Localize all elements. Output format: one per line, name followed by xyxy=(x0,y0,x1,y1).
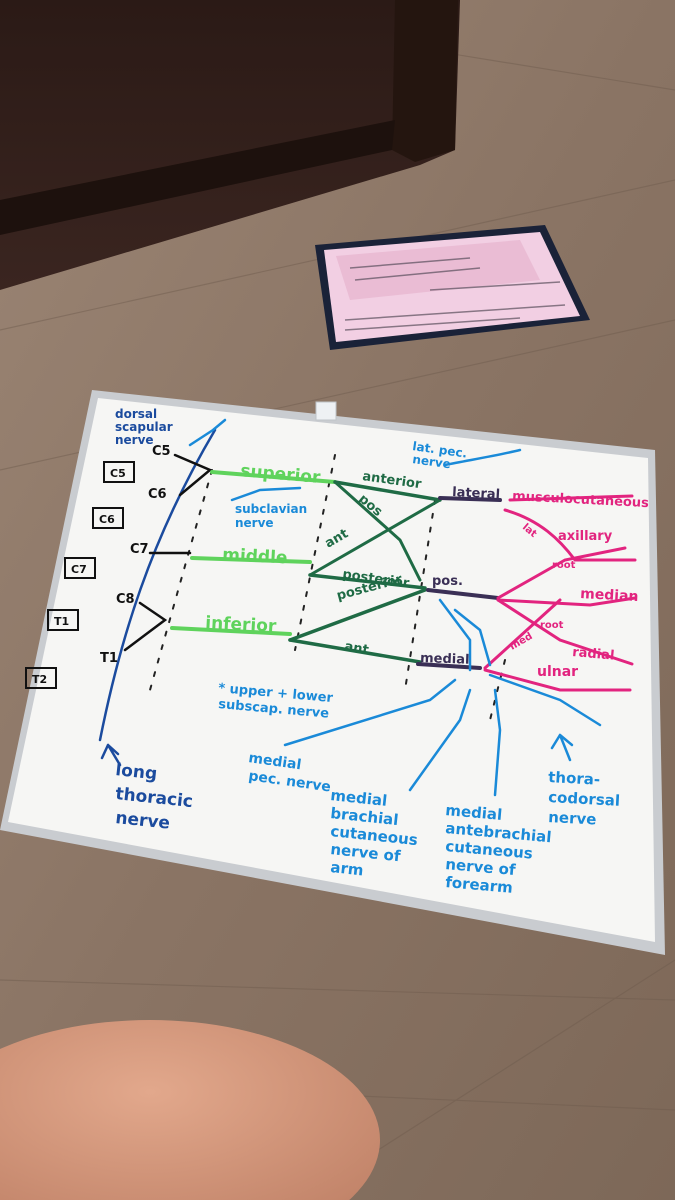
subscap-lines xyxy=(438,598,472,672)
root-label-3: C8 xyxy=(116,592,135,607)
dorsal-scapular-line-1: scapular xyxy=(115,420,173,434)
knee xyxy=(0,1020,380,1200)
div-mid-anterior xyxy=(308,498,442,577)
thoracodorsal-line-0: thora- xyxy=(548,768,601,789)
medial-antebrachial-line-4: forearm xyxy=(445,873,514,897)
medial-pec-line-0: medial xyxy=(247,750,302,773)
thoracodorsal-arrow xyxy=(550,733,574,762)
whiteboard xyxy=(0,390,665,955)
lat-pec-pointer xyxy=(443,448,522,467)
terminal-axillary: axillary xyxy=(558,529,613,544)
subclavian-line-1: nerve xyxy=(235,516,274,530)
cord-label-1: pos. xyxy=(432,574,463,589)
branch-medial-root xyxy=(483,598,562,670)
div-sup-posterior xyxy=(333,480,422,582)
trunk-inferior-line xyxy=(170,626,292,636)
root-box-t2 xyxy=(25,667,57,689)
thoracodorsal-upper xyxy=(453,608,492,667)
branch-label-1: root xyxy=(552,560,576,571)
branch-ulnar xyxy=(483,668,632,692)
trunk-label-middle: middle xyxy=(222,545,288,568)
long-thoracic-line-0: long xyxy=(114,760,158,784)
root-c8-t1-join xyxy=(123,601,168,652)
dorsal-scapular-line-2: nerve xyxy=(115,433,154,447)
trunk-middle-line xyxy=(190,556,312,564)
cord-posterior-line xyxy=(426,588,500,600)
terminal-median: median xyxy=(580,586,639,605)
div-inf-posterior xyxy=(288,588,427,642)
cord-label-0: lateral xyxy=(452,485,501,502)
div-mid-posterior xyxy=(308,573,427,590)
plexus-strokes xyxy=(25,418,637,797)
thoracodorsal-lower xyxy=(488,673,602,727)
separator-sep-4 xyxy=(489,659,506,721)
separator-sep-1 xyxy=(149,469,213,691)
branch-label-2: root xyxy=(540,620,564,631)
cord-label-2: medial xyxy=(420,651,470,668)
branch-musculocutaneous xyxy=(508,494,634,502)
thoracodorsal-line-2: nerve xyxy=(548,808,597,828)
root-box-label-c7: C7 xyxy=(71,563,87,576)
trunk-superior-line xyxy=(210,470,337,484)
root-box-c5 xyxy=(103,461,135,483)
subclavian-pointer xyxy=(230,486,302,502)
medial-brachial-line-4: arm xyxy=(330,858,365,879)
root-box-c6 xyxy=(92,507,124,529)
root-label-2: C7 xyxy=(130,542,149,557)
root-box-t1 xyxy=(47,609,79,631)
terminal-radial: radial xyxy=(572,645,615,664)
medial-brachial-line-0: medial xyxy=(330,786,389,810)
branch-median xyxy=(496,596,637,607)
medial-pec-pointer xyxy=(283,678,457,747)
div-inf-anterior xyxy=(288,638,422,664)
separator-sep-2 xyxy=(294,454,336,651)
branch-radial xyxy=(496,598,634,666)
terminal-musculocutaneous: musculocutaneous xyxy=(512,489,650,511)
medial-antebrachial-pointer xyxy=(493,688,502,797)
terminal-ulnar: ulnar xyxy=(537,664,578,680)
separator-sep-3 xyxy=(404,499,436,691)
thoracodorsal-line-1: codorsal xyxy=(548,788,621,810)
medial-antebrachial-line-0: medial xyxy=(445,801,503,824)
dorsal-scapular-line-0: dorsal xyxy=(115,407,157,421)
div-sup-anterior xyxy=(333,480,442,502)
root-c5-c6-join xyxy=(173,453,213,497)
root-box-label-t2: T2 xyxy=(32,673,47,686)
long-thoracic-arrow xyxy=(100,743,122,767)
root-box-c7 xyxy=(64,557,96,579)
subclavian-line-0: subclavian xyxy=(235,502,307,516)
trunk-label-inferior: inferior xyxy=(205,613,278,637)
root-label-0: C5 xyxy=(152,444,171,459)
root-box-label-c5: C5 xyxy=(110,467,126,480)
branch-axillary xyxy=(496,546,627,600)
root-label-1: C6 xyxy=(148,487,167,502)
division-label-5: ant. xyxy=(343,639,374,659)
lat-pec-line-1: nerve xyxy=(412,452,452,471)
root-box-label-t1: T1 xyxy=(54,615,69,628)
dorsal-scapular-pointer xyxy=(188,418,227,447)
spinal-cord-line xyxy=(98,428,217,742)
medial-brachial-pointer xyxy=(408,688,472,792)
root-box-label-c6: C6 xyxy=(99,513,115,526)
cord-lateral-line xyxy=(438,496,502,502)
dresser xyxy=(0,0,460,290)
tablet xyxy=(315,225,590,350)
root-label-4: T1 xyxy=(100,651,118,666)
